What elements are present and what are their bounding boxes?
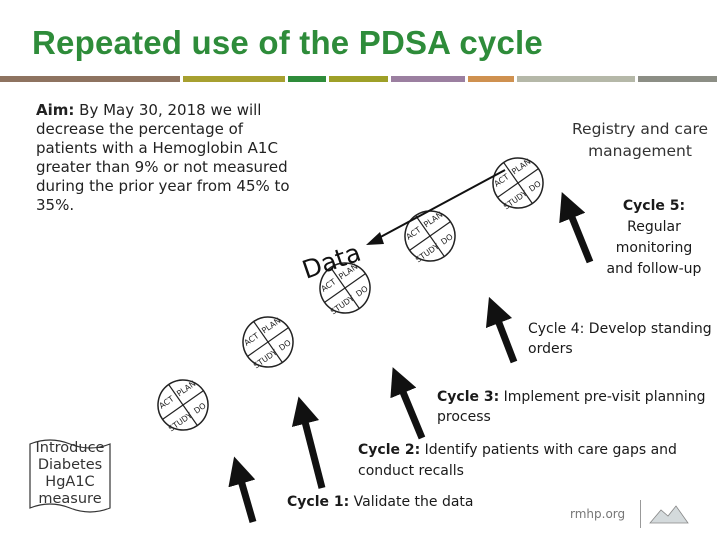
- cycle-1-label: Cycle 1: Validate the data: [287, 492, 527, 512]
- decorative-color-bar: [0, 76, 720, 82]
- wheel-divider-v: [415, 215, 445, 257]
- intro-label: Introduce Diabetes HgA1C measure: [35, 440, 105, 507]
- aim-label: Aim:: [36, 101, 75, 119]
- cycle-2-label: Cycle 2: Identify patients with care gap…: [358, 440, 698, 482]
- cycle-arrow-2: [291, 396, 326, 489]
- cycle-3-label: Cycle 3: Implement pre-visit planning pr…: [437, 387, 720, 427]
- slide-title: Repeated use of the PDSA cycle: [32, 24, 543, 61]
- cycle-4-text: Develop standing orders: [528, 321, 712, 357]
- cycle-4-title: Cycle 4:: [528, 321, 585, 337]
- data-arrow: [366, 169, 506, 245]
- wheel-divider-v: [168, 384, 198, 426]
- cycle-arrow-4: [485, 296, 518, 364]
- cycle-3-title: Cycle 3:: [437, 389, 500, 405]
- mountain-icon: [649, 505, 689, 524]
- wheel-divider-v: [253, 321, 283, 363]
- cycle-3-text: Implement pre-visit planning process: [437, 389, 706, 425]
- cycle-5-title: Cycle 5:: [622, 198, 686, 214]
- wheel-divider-v: [330, 267, 360, 309]
- cycle-1-title: Cycle 1:: [287, 494, 350, 510]
- wheel-divider-v: [503, 162, 533, 204]
- footer-org: rmhp.org: [570, 507, 626, 521]
- cycle-1-text: Validate the data: [349, 494, 474, 510]
- aim-text: By May 30, 2018 we will decrease the per…: [36, 101, 290, 214]
- cycle-arrow-5: [559, 192, 594, 264]
- cycle-4-label: Cycle 4: Develop standing orders: [528, 319, 718, 359]
- footer-divider: [640, 500, 641, 528]
- cycle-arrow-1: [228, 456, 257, 523]
- cycle-2-text: Identify patients with care gaps and con…: [358, 442, 677, 479]
- cycle-5-text: Regular monitoring and follow-up: [606, 219, 702, 277]
- cycle-2-title: Cycle 2:: [358, 442, 421, 458]
- intro-scroll-shape: [29, 439, 111, 513]
- cycle-arrows: [228, 192, 594, 523]
- cycle-arrow-3: [390, 367, 426, 440]
- cycle-5-label: Cycle 5: Regular monitoring and follow-u…: [602, 196, 706, 280]
- aim-statement: Aim: By May 30, 2018 we will decrease th…: [36, 101, 306, 215]
- registry-label: Registry and care management: [571, 120, 709, 160]
